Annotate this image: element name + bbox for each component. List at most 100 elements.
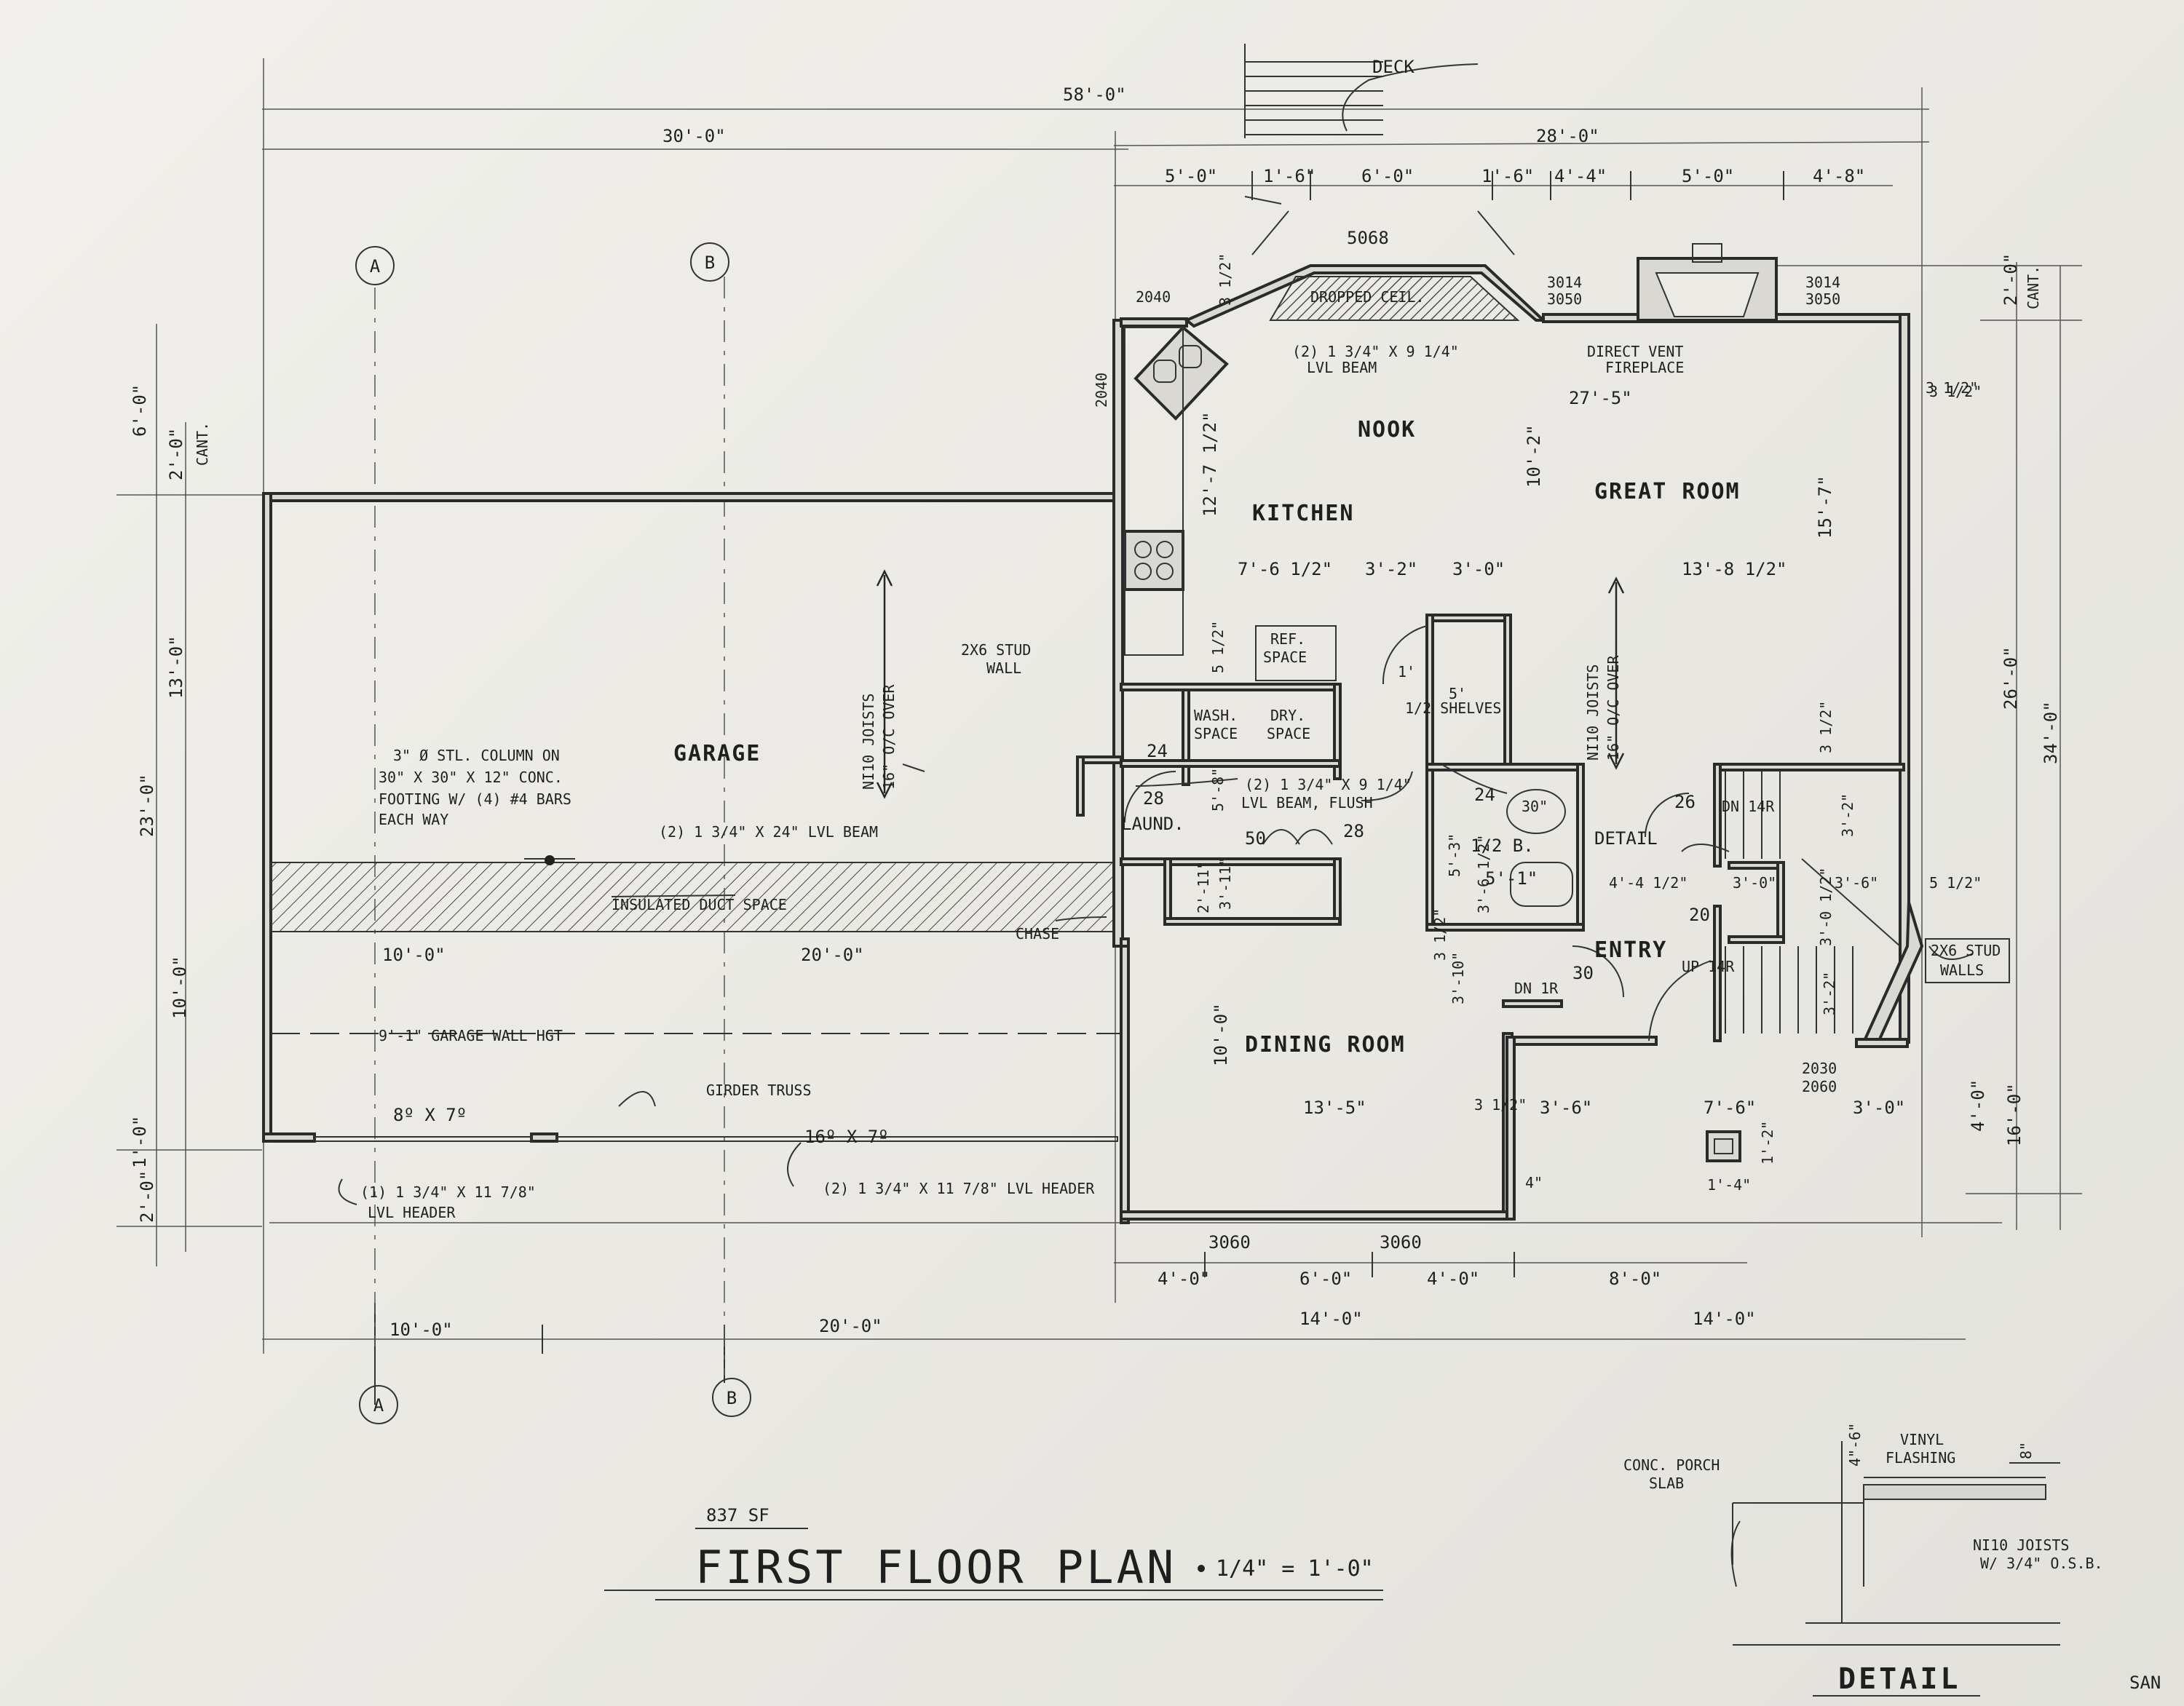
dim-top-2: 1'-6" — [1263, 166, 1315, 186]
window-2040-b: 2040 — [1093, 373, 1110, 408]
dim-k2: 3'-2" — [1365, 559, 1417, 579]
lvl-beam-nook-line-1: (2) 1 3/4" X 9 1/4" — [1292, 343, 1459, 360]
fireplace-line-2: FIREPLACE — [1605, 359, 1684, 376]
shelves-note: 1/2 SHELVES — [1405, 699, 1501, 717]
lvl-beam-flush-note: (2) 1 3/4" X 9 1/4" LVL BEAM, FLUSH — [1241, 776, 1412, 812]
vinyl-flashing-line-2: FLASHING — [1886, 1449, 1955, 1467]
deck-stairs — [1244, 44, 1515, 255]
joists-great-line-2: 16" O/C OVER — [1605, 655, 1622, 761]
room-half-bath: 1/2 B. — [1471, 836, 1534, 856]
window-3014-a: 3014 — [1547, 274, 1582, 291]
stair-treads — [1725, 771, 1901, 1033]
dim-e3: 3'-0" — [1853, 1098, 1905, 1118]
detail-title: DETAIL — [1838, 1662, 1961, 1696]
dim-top-1: 5'-0" — [1165, 166, 1217, 186]
room-nook: NOOK — [1358, 417, 1416, 443]
garage-lvl-beam-note: (2) 1 3/4" X 24" LVL BEAM — [659, 823, 878, 841]
dim-stair-v4: 3 1/2" — [1817, 701, 1835, 753]
room-laund: LAUND. — [1121, 814, 1184, 834]
room-entry: ENTRY — [1594, 937, 1667, 963]
door-28-a: 28 — [1143, 788, 1164, 809]
dim-bottom-b: 6'-0" — [1299, 1269, 1352, 1289]
window-5068: 5068 — [1347, 228, 1389, 248]
dim-bath-h: 5'-1" — [1485, 868, 1538, 889]
grid-a-bottom: A — [359, 1385, 398, 1424]
house-walls — [1112, 264, 1924, 1221]
window-3050-a: 3050 — [1547, 290, 1582, 308]
dim-bath-v: 5'-3" — [1446, 833, 1463, 877]
dim-right-f: 3 1/2" — [1926, 379, 1978, 397]
dim-right-d: 4'-0" — [1968, 1079, 1988, 1132]
cant-left: CANT. — [194, 422, 211, 466]
dim-bottom-g: 10'-0" — [389, 1320, 453, 1340]
dim-hall-v2: 3 1/2" — [1431, 908, 1449, 961]
door-30: 30 — [1572, 963, 1594, 983]
dim-bottom-a: 4'-0" — [1158, 1269, 1210, 1289]
dim-stair-v3: 3'-2" — [1821, 972, 1838, 1015]
stud-walls-note: 2X6 STUD WALLS — [1925, 938, 2010, 983]
column-note-line-3: FOOTING W/ (4) #4 BARS — [379, 790, 571, 808]
counter-line — [1124, 327, 1184, 656]
lvl-beam-flush-line-1: (2) 1 3/4" X 9 1/4" — [1245, 776, 1412, 793]
dry-space-line-1: DRY. — [1270, 707, 1305, 724]
dim-top-garage: 30'-0" — [662, 126, 726, 146]
dim-stoop-w: 1'-4" — [1707, 1176, 1751, 1194]
dim-left-b: 2'-0" — [166, 428, 186, 480]
fireplace — [1637, 243, 1778, 322]
dim-dining-r: 3 1/2" — [1474, 1096, 1527, 1114]
stud-wall-line-2: WALL — [986, 659, 1021, 677]
dim-left-c: 13'-0" — [166, 635, 186, 699]
dim-bottom-c: 4'-0" — [1427, 1269, 1479, 1289]
detail-joists-line-2: W/ 3/4" O.S.B. — [1980, 1555, 2103, 1572]
dim-right-e: 16'-0" — [2004, 1083, 2025, 1146]
dim-k3: 3'-0" — [1452, 559, 1505, 579]
chase-note: CHASE — [1016, 925, 1059, 943]
dry-space-note: DRY. SPACE — [1267, 707, 1310, 742]
dim-nook-off: 3 1/2" — [1929, 383, 1982, 400]
window-3060-a: 3060 — [1208, 1232, 1251, 1253]
dim-left-d: 23'-0" — [137, 774, 157, 837]
stair-up-label: UP 14R — [1682, 958, 1735, 975]
garage-wall-note: 9'-1" GARAGE WALL HGT — [379, 1027, 563, 1044]
porch-slab-line-1: CONC. PORCH — [1623, 1456, 1720, 1474]
column-note-line-4: EACH WAY — [379, 811, 448, 828]
kitchen-sink — [1133, 325, 1229, 421]
dim-kit-small2: 3 1/2" — [1216, 253, 1234, 306]
door-28-b: 28 — [1343, 821, 1364, 841]
detail-joists-line-1: NI10 JOISTS — [1973, 1536, 2069, 1554]
range — [1123, 530, 1184, 591]
dim-dining-h: 13'-5" — [1303, 1098, 1366, 1118]
door-swings — [1124, 625, 1712, 1042]
joists-garage-line-1: NI10 JOISTS — [860, 694, 877, 790]
lvl-beam-flush-line-2: LVL BEAM, FLUSH — [1241, 794, 1373, 812]
dim-bottom-e: 14'-0" — [1299, 1309, 1363, 1329]
window-3060-b: 3060 — [1380, 1232, 1422, 1253]
dim-laund-v: 5'-8" — [1209, 768, 1227, 812]
dim-bottom-h: 20'-0" — [819, 1316, 882, 1336]
plan-title: FIRST FLOOR PLAN — [695, 1541, 1176, 1594]
wash-space-line-2: SPACE — [1194, 725, 1238, 742]
joists-great-line-1: NI10 JOISTS — [1584, 664, 1602, 761]
ref-space-line-1: REF. — [1270, 630, 1305, 648]
dropped-ceiling-hatch — [1269, 276, 1520, 321]
door-24-b: 24 — [1474, 785, 1495, 805]
room-deck: DECK — [1372, 57, 1415, 77]
dim-stoop-d: 1'-2" — [1759, 1121, 1776, 1165]
window-3050-b: 3050 — [1805, 290, 1840, 308]
vinyl-flashing-line-1: VINYL — [1900, 1431, 1944, 1448]
dim-stair-v2: 3'-0 1/2" — [1817, 868, 1835, 946]
dimension-ticks — [374, 171, 1784, 1405]
plan-area: 837 SF — [706, 1505, 769, 1526]
dim-laund-small2: 3'-11" — [1216, 857, 1234, 910]
header-small-line-2: LVL HEADER — [368, 1204, 456, 1221]
dim-dining-off: 4" — [1525, 1174, 1543, 1191]
dim-top-overall: 58'-0" — [1063, 84, 1126, 105]
header-small-line-1: (1) 1 3/4" X 11 7/8" — [360, 1183, 536, 1201]
grid-a-top-label: A — [370, 256, 381, 277]
dim-closet: 4'-4 1/2" — [1609, 874, 1688, 892]
porch-detail — [1730, 1441, 2060, 1646]
cant-right: CANT. — [2025, 266, 2042, 309]
dim-shelf-b: 5' — [1449, 685, 1466, 702]
